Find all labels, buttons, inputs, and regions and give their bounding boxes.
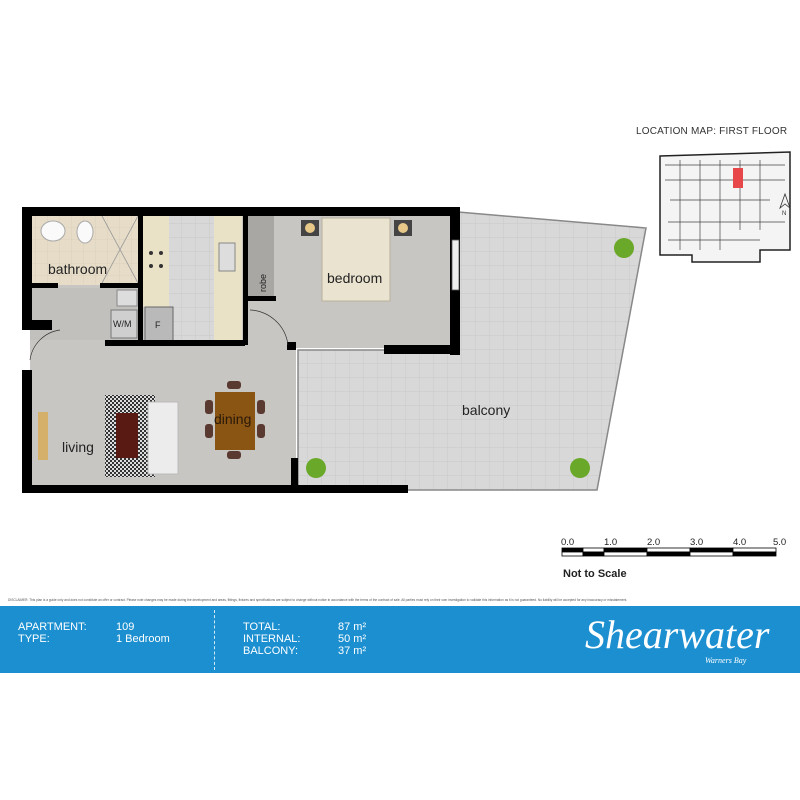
- brand-location: Warners Bay: [705, 656, 747, 665]
- cooktop: [149, 251, 163, 268]
- room-label-bathroom: bathroom: [48, 261, 107, 277]
- label-washing-machine: W/M: [113, 319, 132, 329]
- internal-label: INTERNAL:: [243, 633, 301, 645]
- brand-logo: Shearwater: [585, 612, 770, 657]
- scale-tick: 1.0: [604, 537, 618, 548]
- apartment-highlight: [733, 168, 743, 188]
- scale-tick: 5.0: [773, 537, 787, 548]
- sofa: [147, 401, 179, 475]
- door-swing: [29, 329, 61, 361]
- location-map-title: LOCATION MAP: FIRST FLOOR: [636, 126, 788, 137]
- room-label-robe: robe: [258, 274, 268, 292]
- apartment-label: APARTMENT:: [18, 621, 87, 633]
- kitchen-bench-right: [214, 215, 242, 343]
- kitchen-floor: [169, 215, 214, 343]
- not-to-scale-note: Not to Scale: [563, 568, 627, 580]
- scale-bar: [561, 547, 777, 557]
- plant-icon: [306, 238, 634, 478]
- toilet: [76, 220, 94, 244]
- basin: [40, 220, 66, 242]
- lamp-icon: [398, 223, 408, 233]
- disclaimer: DISCLAIMER: This plan is a guide only an…: [8, 598, 628, 602]
- kitchen-bench-left: [143, 215, 169, 307]
- north-label: N: [782, 211, 786, 217]
- internal-value: 50 m²: [338, 633, 367, 645]
- room-label-dining: dining: [214, 411, 251, 427]
- total-label: TOTAL:: [243, 621, 281, 633]
- scale-tick: 4.0: [733, 537, 747, 548]
- bedroom-window: [451, 239, 460, 291]
- room-label-balcony: balcony: [462, 402, 510, 418]
- balcony-value: 37 m²: [338, 645, 367, 657]
- type-label: TYPE:: [18, 633, 50, 645]
- room-label-living: living: [62, 439, 94, 455]
- label-fridge: F: [155, 320, 161, 330]
- robe: [248, 215, 274, 298]
- balcony-label: BALCONY:: [243, 645, 299, 657]
- shower: [101, 215, 139, 284]
- north-arrow-icon: [779, 192, 791, 210]
- room-label-bedroom: bedroom: [327, 270, 382, 286]
- washing-machine: [110, 309, 138, 339]
- type-value: 1 Bedroom: [116, 633, 170, 645]
- apartment-value: 109: [116, 621, 135, 633]
- laundry-sink: [116, 289, 138, 307]
- dining-chairs: [205, 381, 265, 459]
- scale-tick: 0.0: [561, 537, 575, 548]
- door-swing: [249, 309, 289, 346]
- bed: [321, 217, 391, 302]
- total-value: 87 m²: [338, 621, 367, 633]
- tv-unit: [38, 412, 48, 460]
- details-band: APARTMENT: 109 TYPE: 1 Bedroom TOTAL: 87…: [0, 606, 800, 673]
- location-map: [659, 151, 791, 263]
- divider: [214, 610, 215, 670]
- dining-table: [215, 392, 255, 450]
- kitchen-sink: [218, 242, 236, 272]
- lamp-icon: [305, 223, 315, 233]
- scale-tick: 2.0: [647, 537, 661, 548]
- coffee-table: [116, 413, 138, 458]
- scale-tick: 3.0: [690, 537, 704, 548]
- floor-plan: bathroom bedroom robe living dining balc…: [22, 151, 791, 557]
